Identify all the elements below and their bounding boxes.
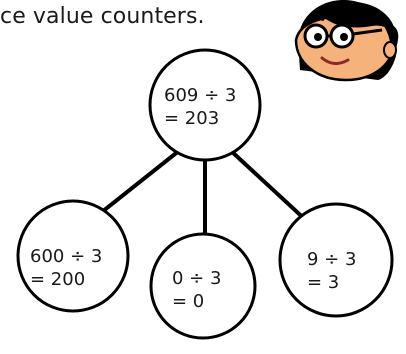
tree-connectors [86,148,312,239]
node-circle [16,199,130,313]
tree-node-root: 609 ÷ 3 = 203 [148,48,262,162]
connector-right [228,148,312,226]
node-circle [149,232,257,340]
node-circle [148,48,262,162]
node-result: = 3 [307,272,339,293]
girl-with-glasses-icon [294,0,399,82]
tree-node-right: 9 ÷ 3 = 3 [278,202,394,318]
node-expression: 0 ÷ 3 [172,268,221,289]
tree-node-left: 600 ÷ 3 = 200 [16,199,130,313]
instruction-caption: ce value counters. [0,4,205,29]
node-result: = 203 [164,108,219,129]
tree-node-middle: 0 ÷ 3 = 0 [149,232,257,340]
node-expression: 600 ÷ 3 [30,246,102,267]
node-result: = 200 [30,269,85,290]
node-expression: 9 ÷ 3 [307,249,356,270]
node-result: = 0 [172,291,204,312]
node-circle [278,202,394,318]
node-expression: 609 ÷ 3 [164,85,236,106]
